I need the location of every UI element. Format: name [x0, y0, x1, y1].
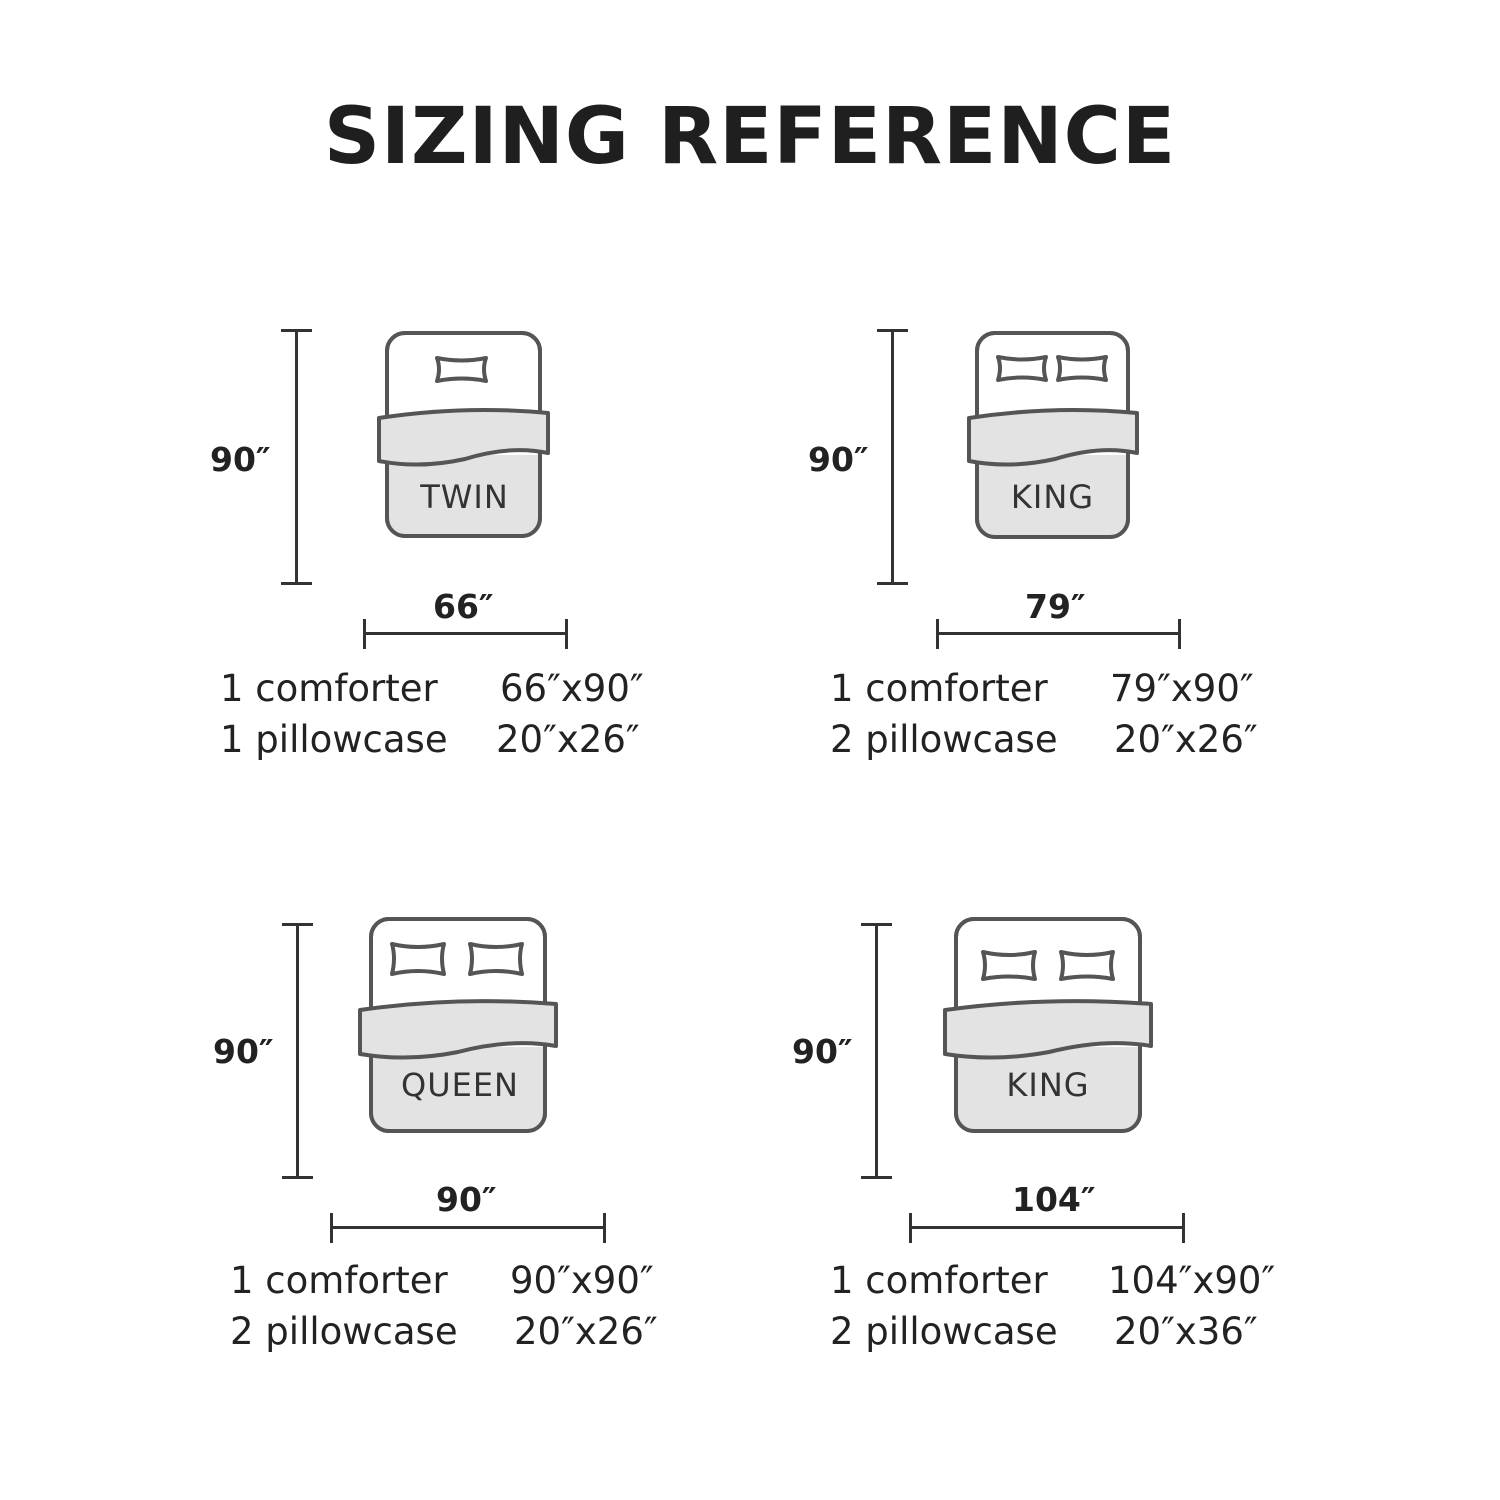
width-dimension-line — [910, 1226, 1184, 1229]
height-dimension-cap-top — [861, 923, 892, 926]
spec-item: 1 comforter — [830, 667, 1048, 710]
width-dimension-cap-right — [565, 619, 568, 649]
width-label: 90″ — [436, 1180, 497, 1219]
bed-size-label: TWIN — [420, 478, 509, 516]
pillow-icon — [468, 942, 524, 976]
pillow-icon — [996, 355, 1048, 382]
spec-size: 20″x36″ — [1114, 1310, 1258, 1353]
height-label: 90″ — [808, 440, 869, 479]
pillow-icon — [390, 942, 446, 976]
bed-icon — [377, 331, 550, 538]
height-dimension-cap-bottom — [877, 582, 908, 585]
bed-size-label: KING — [1010, 478, 1095, 516]
bed-icon — [967, 331, 1139, 539]
spec-item: 2 pillowcase — [830, 1310, 1058, 1353]
page-title: SIZING REFERENCE — [323, 92, 1177, 182]
pillow-icon — [435, 356, 488, 383]
bed-size-label: QUEEN — [401, 1066, 519, 1104]
height-dimension-cap-top — [281, 329, 312, 332]
height-dimension-cap-bottom — [861, 1176, 892, 1179]
height-dimension-line — [875, 924, 878, 1178]
height-dimension-cap-bottom — [281, 582, 312, 585]
spec-item: 2 pillowcase — [830, 718, 1058, 761]
spec-size: 20″x26″ — [496, 718, 640, 761]
pillow-icon — [1059, 950, 1115, 981]
height-dimension-cap-top — [877, 329, 908, 332]
spec-item: 1 pillowcase — [220, 718, 448, 761]
height-dimension-line — [296, 924, 299, 1178]
height-dimension-line — [891, 330, 894, 584]
bed-icon — [943, 917, 1153, 1133]
width-label: 79″ — [1025, 587, 1086, 626]
spec-size: 104″x90″ — [1108, 1259, 1276, 1302]
width-dimension-cap-right — [1182, 1213, 1185, 1243]
spec-item: 1 comforter — [830, 1259, 1048, 1302]
spec-size: 20″x26″ — [1114, 718, 1258, 761]
spec-size: 66″x90″ — [500, 667, 644, 710]
width-dimension-cap-right — [1178, 619, 1181, 649]
spec-item: 1 comforter — [230, 1259, 448, 1302]
width-label: 66″ — [433, 587, 494, 626]
spec-size: 90″x90″ — [510, 1259, 654, 1302]
spec-item: 1 comforter — [220, 667, 438, 710]
spec-size: 20″x26″ — [514, 1310, 658, 1353]
pillow-icon — [1056, 355, 1108, 382]
bed-icon — [358, 917, 558, 1133]
width-dimension-cap-left — [936, 619, 939, 649]
width-label: 104″ — [1012, 1180, 1096, 1219]
bed-size-label: KING — [1006, 1066, 1090, 1104]
width-dimension-line — [331, 1226, 605, 1229]
width-dimension-cap-right — [603, 1213, 606, 1243]
height-label: 90″ — [210, 440, 271, 479]
height-label: 90″ — [213, 1032, 274, 1071]
pillow-icon — [981, 950, 1037, 981]
height-dimension-cap-bottom — [282, 1176, 313, 1179]
width-dimension-line — [364, 632, 567, 635]
height-dimension-cap-top — [282, 923, 313, 926]
spec-size: 79″x90″ — [1110, 667, 1254, 710]
width-dimension-line — [937, 632, 1180, 635]
width-dimension-cap-left — [909, 1213, 912, 1243]
height-dimension-line — [295, 330, 298, 584]
width-dimension-cap-left — [330, 1213, 333, 1243]
height-label: 90″ — [792, 1032, 853, 1071]
width-dimension-cap-left — [363, 619, 366, 649]
spec-item: 2 pillowcase — [230, 1310, 458, 1353]
